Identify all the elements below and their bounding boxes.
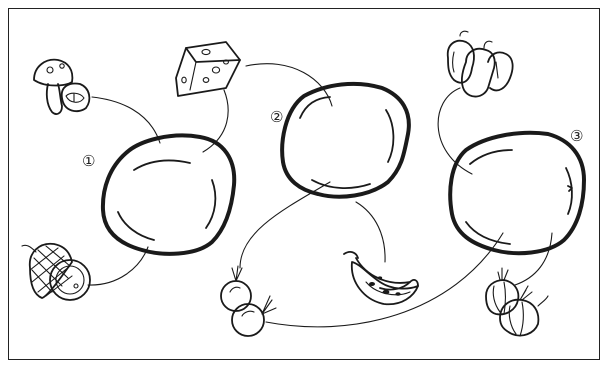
- ham-icon: [22, 244, 90, 300]
- onion-icon: [486, 268, 548, 336]
- dough-3: ③: [450, 127, 584, 253]
- connector-ham-dough-1: [88, 247, 148, 285]
- dough-1-label: ①: [82, 152, 95, 170]
- cheese-icon: [176, 42, 240, 96]
- dough-1: ①: [82, 135, 234, 253]
- radish-icon: [221, 266, 276, 336]
- connector-pepper-dough-3: [438, 88, 472, 174]
- dough-2: ②: [270, 84, 409, 197]
- connector-mushroom-dough-1: [92, 97, 160, 143]
- banana-icon: [344, 252, 418, 304]
- bell-pepper-icon: [448, 31, 513, 96]
- dough-2-label: ②: [270, 108, 283, 126]
- dough-3-label: ③: [570, 127, 583, 145]
- mushroom-icon: [34, 60, 89, 114]
- connector-onion-dough-3: [515, 233, 552, 285]
- connector-banana-dough-2: [356, 202, 385, 262]
